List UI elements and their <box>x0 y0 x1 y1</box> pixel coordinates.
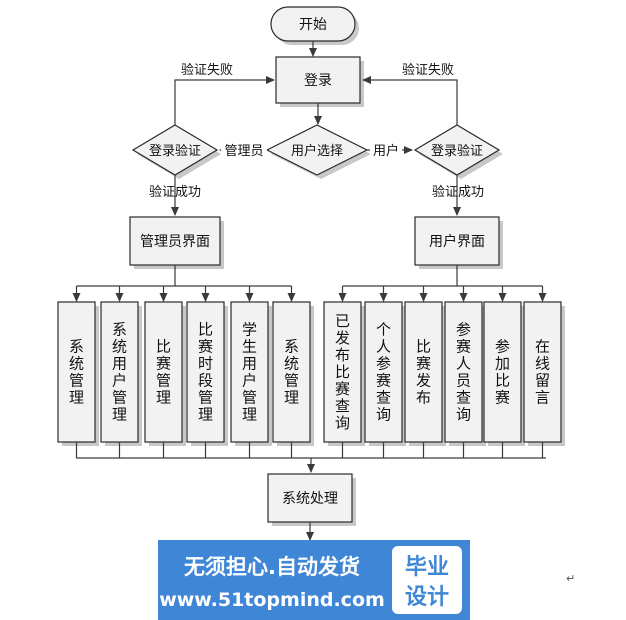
login-node: 登录 <box>275 56 364 107</box>
module-label: 比赛时段管理 <box>198 321 213 424</box>
watermark-slogan: 无须担心.自动发货 <box>184 555 360 579</box>
module-box <box>272 301 311 443</box>
edge-fail-right <box>362 76 458 125</box>
verify-left-node: 登录验证 <box>131 124 221 179</box>
user-ui-label: 用户界面 <box>429 233 485 250</box>
user-ui-node: 用户界面 <box>414 216 503 269</box>
module-label: 系统管理 <box>69 338 84 407</box>
module-label: 参赛人员查询 <box>456 321 471 424</box>
verify-right-node: 登录验证 <box>413 124 503 179</box>
watermark-badge <box>392 546 462 614</box>
module-box <box>230 301 269 443</box>
edge-fail-left <box>174 76 275 125</box>
watermark-banner: 无须担心.自动发货 www.51topmind.com 毕业 设计 <box>158 540 470 620</box>
admin-ui-label: 管理员界面 <box>140 234 210 250</box>
module-label: 比赛发布 <box>416 338 431 407</box>
module-box <box>186 301 225 443</box>
module-label: 个人参赛查询 <box>376 321 391 424</box>
user-modules: 已发布比赛查询 个人参赛查询 比赛发布 参赛人员查询 参加比赛 在线留言 <box>323 285 565 458</box>
start-node: 开始 <box>270 6 359 45</box>
edge-user-label: 用户 <box>373 143 399 159</box>
module-box <box>100 301 139 443</box>
watermark-badge-bottom: 设计 <box>405 585 449 610</box>
start-label: 开始 <box>299 17 327 33</box>
process-label: 系统处理 <box>282 491 338 507</box>
admin-ui-node: 管理员界面 <box>129 216 224 269</box>
module-box <box>523 301 562 443</box>
role-choice-node: 用户选择 <box>265 124 371 179</box>
ok-right-label: 验证成功 <box>432 184 484 200</box>
watermark-url: www.51topmind.com <box>159 589 385 611</box>
login-label: 登录 <box>304 73 332 89</box>
module-box <box>364 301 403 443</box>
module-label: 系统管理 <box>284 338 299 407</box>
verify-right-label: 登录验证 <box>431 143 483 159</box>
fail-right-label: 验证失败 <box>402 62 454 78</box>
module-label: 比赛管理 <box>156 338 171 407</box>
module-box <box>404 301 443 443</box>
module-box <box>144 301 183 443</box>
module-label: 参加比赛 <box>495 338 510 407</box>
module-box <box>323 301 362 443</box>
module-label: 在线留言 <box>535 338 550 407</box>
fail-left-label: 验证失败 <box>181 62 233 78</box>
module-label: 系统用户管理 <box>112 321 127 424</box>
verify-left-label: 登录验证 <box>149 143 201 159</box>
role-choice-label: 用户选择 <box>291 143 343 159</box>
edge-admin-label: 管理员 <box>224 144 263 159</box>
module-label: 学生用户管理 <box>242 321 257 424</box>
watermark-badge-top: 毕业 <box>405 555 449 580</box>
paragraph-mark: ↵ <box>566 572 575 585</box>
admin-modules: 系统管理 系统用户管理 比赛管理 比赛时段管理 学生用户管理 系统管理 <box>57 285 314 458</box>
module-label: 已发布比赛查询 <box>335 312 350 432</box>
ok-left-label: 验证成功 <box>149 184 201 200</box>
process-node: 系统处理 <box>267 473 356 526</box>
